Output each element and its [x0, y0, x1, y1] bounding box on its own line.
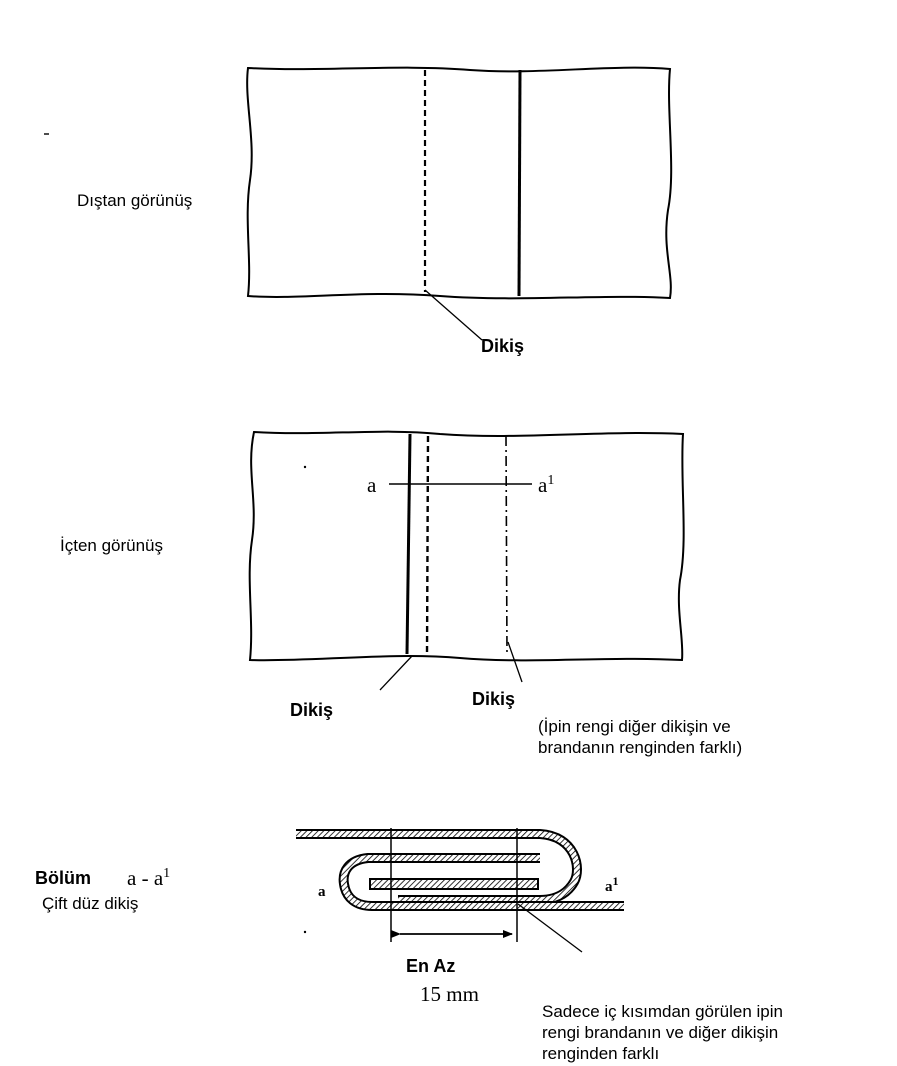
inside-view-title: İçten görünüş: [60, 536, 164, 555]
inside-stitch-line-dashdot: [505, 435, 508, 657]
stray-dot: [303, 930, 307, 934]
section-label-a: a: [367, 473, 377, 497]
outside-view-panel: [246, 66, 673, 341]
thread-leader: [517, 903, 583, 953]
dimension-label: En Az: [406, 956, 456, 976]
inside-seam-label-2: Dikiş: [472, 689, 516, 709]
inside-thread-note: (İpin rengi diğer dikişin ve brandanın r…: [538, 716, 742, 758]
inside-fabric-outline: [248, 430, 685, 662]
inside-seam-leader-2: [507, 641, 523, 683]
inside-thread-note-line2: brandanın renginden farklı): [538, 738, 743, 757]
outside-seam-leader: [424, 289, 483, 341]
outside-seam-label: Dikiş: [481, 336, 525, 356]
inside-thread-note-line1: (İpin rengi diğer dikişin ve: [538, 717, 731, 736]
outside-fold-edge: [517, 69, 522, 297]
section-thread-note-line3: renginden farklı: [542, 1044, 660, 1063]
stray-dot-2: [303, 465, 307, 469]
inside-fold-edge: [405, 433, 412, 655]
cross-section-view: [296, 828, 624, 953]
section-end-label-a1: a1: [605, 874, 619, 895]
section-name: a - a1: [127, 866, 171, 890]
outside-view-title: Dıştan görünüş: [77, 191, 193, 210]
section-thread-note-line2: rengi brandanın ve diğer dikişin: [542, 1023, 779, 1042]
section-label-a1-sup: 1: [547, 473, 555, 488]
section-subtitle: Çift düz dikiş: [42, 894, 139, 913]
section-end-label-a1-sup: 1: [612, 874, 619, 888]
fabric-layer-bottom-hatch: [340, 855, 624, 909]
section-name-sup: 1: [163, 866, 171, 881]
fabric-layer-inner: [369, 878, 539, 890]
inside-seam-label-1: Dikiş: [290, 700, 334, 720]
inside-stitch-line-dashed: [425, 435, 430, 657]
inside-seam-leader-1: [379, 655, 413, 691]
fabric-layer-top-hatch: [296, 831, 580, 903]
dimension-value: 15 mm: [420, 982, 479, 1006]
inside-view-panel: [248, 430, 685, 691]
section-label-a1: a1: [538, 473, 555, 497]
section-end-label-a: a: [318, 884, 326, 900]
fabric-layer-top: [296, 829, 582, 905]
section-thread-note: Sadece iç kısımdan görülen ipin rengi br…: [542, 1001, 783, 1064]
section-title: Bölüm: [35, 868, 91, 888]
outside-fabric-outline: [246, 66, 673, 300]
section-thread-note-line1: Sadece iç kısımdan görülen ipin: [542, 1002, 783, 1021]
